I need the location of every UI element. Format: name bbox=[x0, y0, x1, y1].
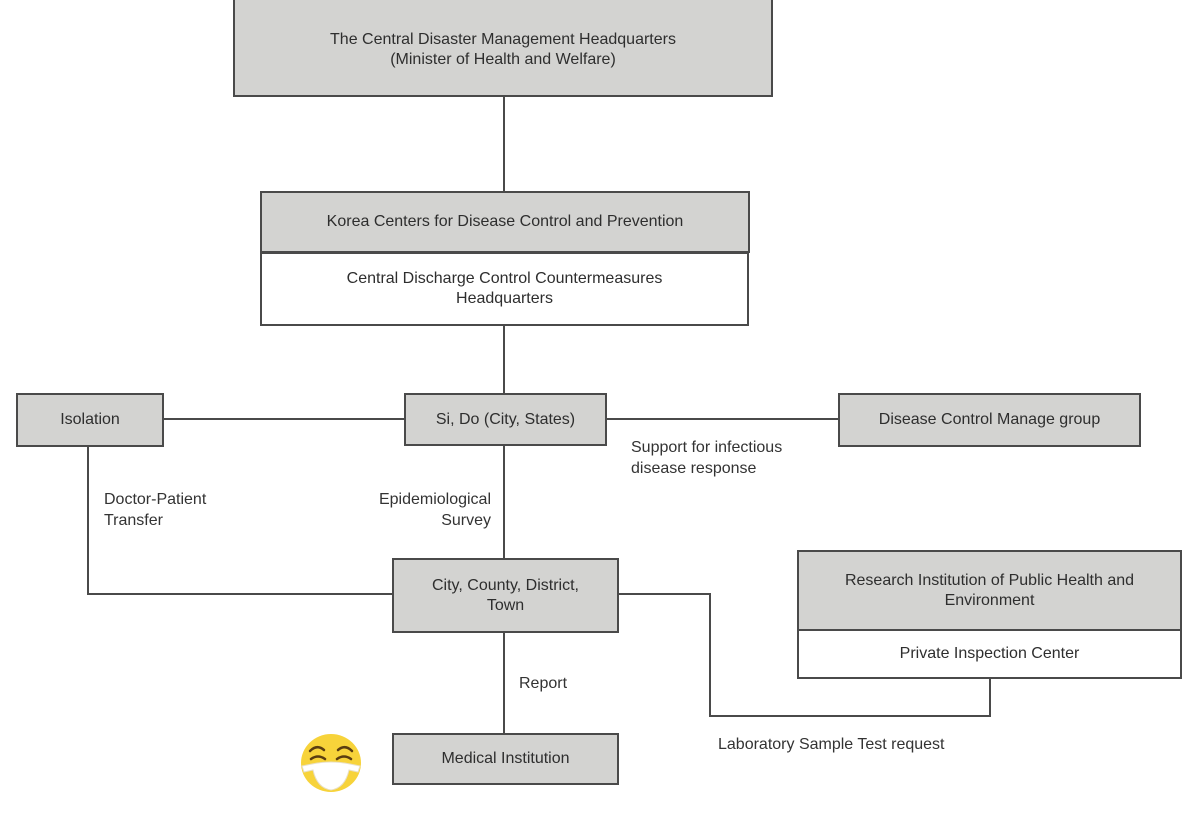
node-disease-control-group-text: Disease Control Manage group bbox=[878, 411, 1101, 428]
edge-label-epidemiological: Epidemiological Survey bbox=[378, 491, 491, 529]
node-central-hq-text: The Central Disaster Management Headquar… bbox=[330, 30, 676, 68]
node-central-countermeasures: Central Discharge Control Countermeasure… bbox=[260, 252, 749, 326]
node-research-institution-text: Research Institution of Public Health an… bbox=[844, 571, 1135, 609]
node-disease-control-group: Disease Control Manage group bbox=[838, 393, 1141, 447]
node-central-countermeasures-text: Central Discharge Control Countermeasure… bbox=[346, 270, 663, 307]
edge-label-doctor-patient: Doctor-Patient Transfer bbox=[104, 491, 207, 529]
node-isolation: Isolation bbox=[16, 393, 164, 447]
face-with-medical-mask-icon bbox=[301, 734, 361, 792]
node-kcdc-text: Korea Centers for Disease Control and Pr… bbox=[326, 213, 684, 230]
node-medical-institution-text: Medical Institution bbox=[441, 750, 570, 767]
node-research-institution: Research Institution of Public Health an… bbox=[797, 550, 1182, 631]
node-city-county-text: City, County, District, Town bbox=[432, 576, 579, 614]
node-si-do-text: Si, Do (City, States) bbox=[435, 410, 576, 428]
node-medical-institution: Medical Institution bbox=[392, 733, 619, 785]
edge-label-support: Support for infectious disease response bbox=[631, 439, 783, 477]
node-kcdc: Korea Centers for Disease Control and Pr… bbox=[260, 191, 750, 253]
edge-city-lab bbox=[619, 593, 991, 717]
node-private-inspection-text: Private Inspection Center bbox=[899, 645, 1080, 662]
node-city-county: City, County, District, Town bbox=[392, 558, 619, 633]
node-central-hq: The Central Disaster Management Headquar… bbox=[233, 0, 773, 97]
node-private-inspection: Private Inspection Center bbox=[797, 629, 1182, 679]
edge-isolation-city bbox=[87, 446, 392, 595]
node-isolation-text: Isolation bbox=[60, 411, 120, 428]
node-si-do: Si, Do (City, States) bbox=[404, 393, 607, 446]
edge-label-lab-request: Laboratory Sample Test request bbox=[718, 736, 945, 753]
edge-label-report: Report bbox=[519, 675, 568, 692]
